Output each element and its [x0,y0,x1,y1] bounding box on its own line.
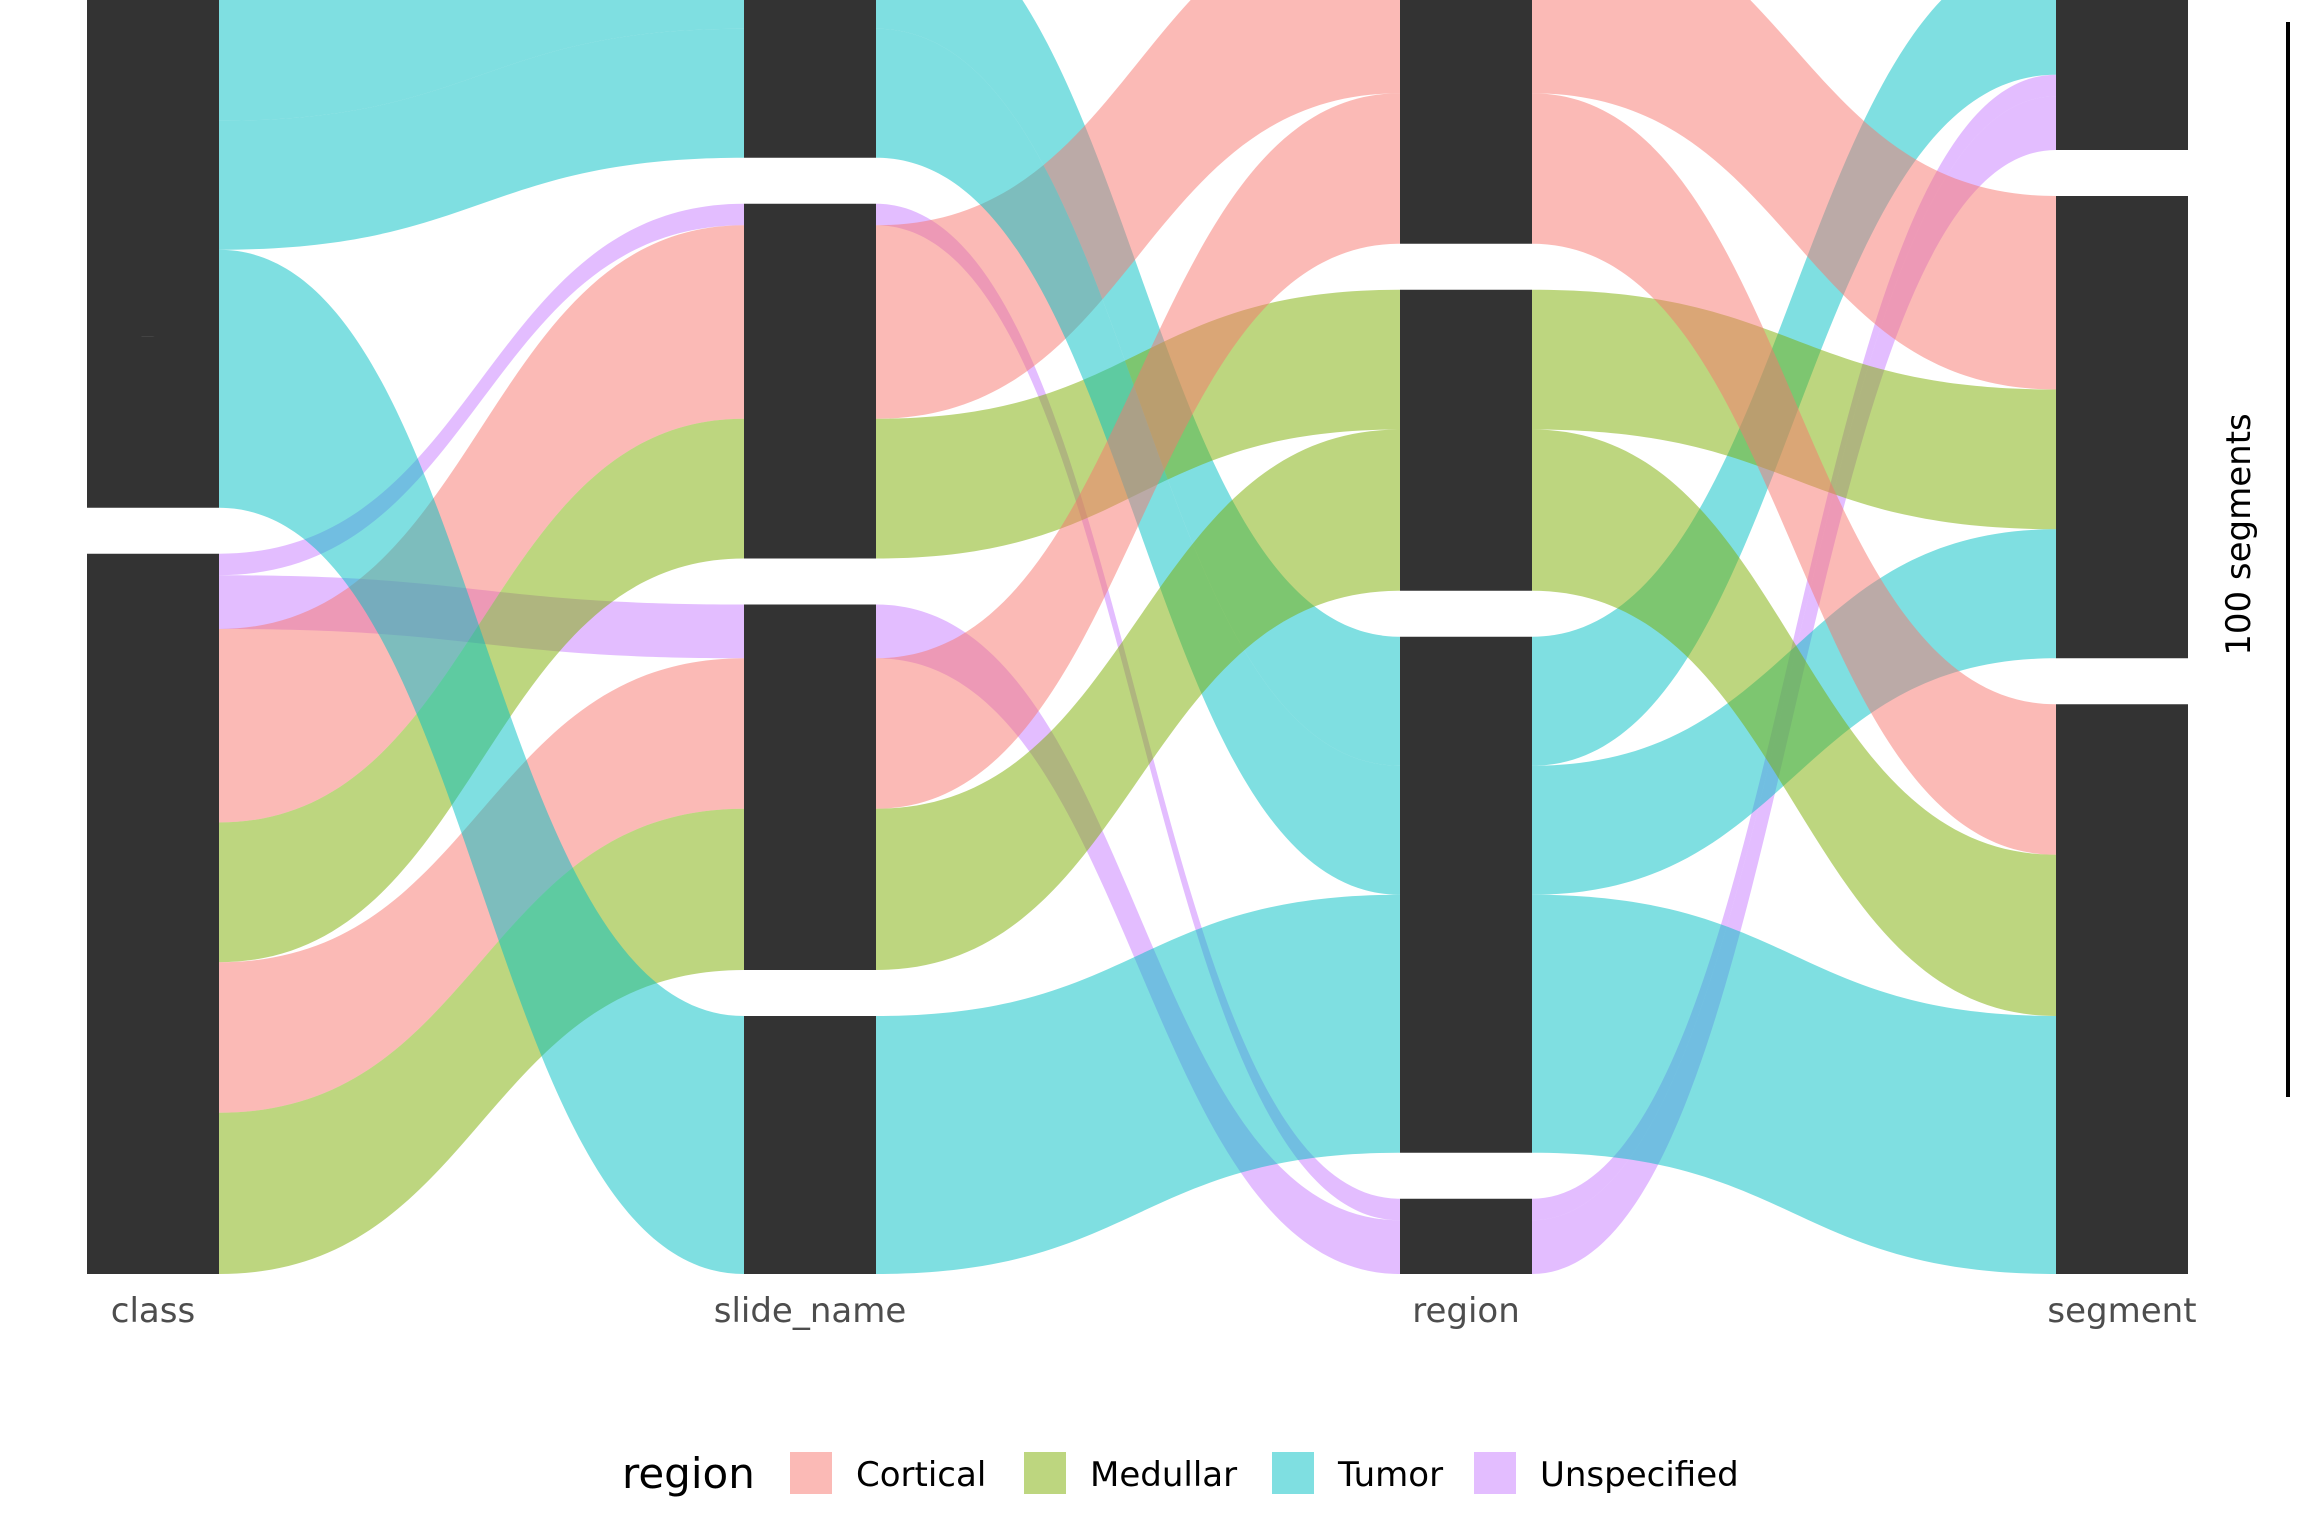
flow-1072-1043-to-unspecified-unspecified [876,604,1400,1274]
stratum-label: Thymoma [133,159,174,340]
stratum-box [87,0,219,508]
stratum-slide-name-1082-1157: 1082/1157 [744,1016,876,1274]
stratum-box [2056,704,2188,1274]
flow-thymoma-to-1042-1044-tumor [219,0,744,121]
axis-label-segment: segment [2047,1291,2196,1331]
stratum-slide-name-1072-1043: 1072/1043 [744,604,876,970]
legend-item-tumor: Tumor [1272,1452,1443,1495]
legend-item-cortical: Cortical [790,1452,986,1495]
stratum-region-tumor: Tumor [1400,636,1532,1153]
legend: region Cortical Medullar Tumor Unspecified [622,1449,1739,1498]
scale-bar: 100 segments [2219,22,2290,1097]
stratum-box [1400,289,1532,591]
stratum-region-cortical: Cortical [1400,0,1532,244]
axis-label-slide-name: slide_name [714,1291,907,1331]
stratum-segment-cd3: CD3 [2056,196,2188,659]
stratum-box [1400,636,1532,1153]
legend-title: region [622,1449,755,1498]
stratum-box [1400,1198,1532,1274]
stratum-box [744,0,876,158]
stratum-slide-name-1042-1044: 1042/1044 [744,0,876,158]
legend-label: Unspecified [1540,1455,1739,1495]
stratum-segment-b220: B220 [2056,0,2188,150]
flow-thymoma-to-1082-1157-tumor [219,249,744,1274]
legend-label: Cortical [856,1455,986,1495]
flow-cortical-to-panck-cortical [1532,93,2056,855]
legend-swatch [1024,1452,1066,1494]
flow-cortical-to-cd3-cortical [1532,0,2056,390]
legend-label: Tumor [1337,1455,1443,1495]
axis-label-region: region [1412,1291,1520,1331]
stratum-slide-name-1057-1059: 1057/1059 [744,203,876,559]
strata-layer: ThymomaThymus 1042/1044 1057/1059 1072/1043… [87,0,2188,1274]
legend-swatch [1474,1452,1516,1494]
flow-1082-1157-to-tumor-tumor [876,894,1400,1274]
stratum-box [1400,0,1532,244]
flows-layer [219,0,2056,1274]
stratum-region-unspecified: Unspec [1400,1198,1532,1274]
stratum-box [2056,0,2188,150]
flow-thymus-to-1072-1043-medullar [219,808,744,1274]
flow-tumor-to-panck-tumor [1532,894,2056,1274]
legend-item-medullar: Medullar [1024,1452,1237,1495]
flow-medullar-to-panck-medullar [1532,429,2056,1016]
stratum-class-thymus: Thymus [87,553,219,1274]
stratum-segment-panck: PanCK [2056,704,2188,1274]
axis-layer: class slide_name region segment [111,1291,2197,1331]
stratum-box [744,604,876,970]
stratum-box [87,553,219,1274]
flow-thymoma-to-1042-1044-tumor [219,28,744,250]
flow-1072-1043-to-cortical-cortical [876,93,1400,809]
flow-thymus-to-1057-1059-cortical [219,225,744,823]
stratum-box [744,1016,876,1274]
legend-label: Medullar [1090,1455,1237,1495]
legend-swatch [1272,1452,1314,1494]
stratum-region-medullar: Medullar [1400,289,1532,591]
stratum-class-thymoma: Thymoma [87,0,219,508]
scale-bar-label: 100 segments [2219,413,2259,656]
legend-swatch [790,1452,832,1494]
stratum-box [744,203,876,559]
flow-1057-1059-to-cortical-cortical [876,0,1400,419]
flow-thymus-to-1057-1059-unspecified [219,203,744,576]
legend-item-unspecified: Unspecified [1474,1452,1739,1495]
axis-label-class: class [111,1291,195,1331]
flow-1072-1043-to-medullar-medullar [876,429,1400,970]
stratum-box [2056,196,2188,659]
